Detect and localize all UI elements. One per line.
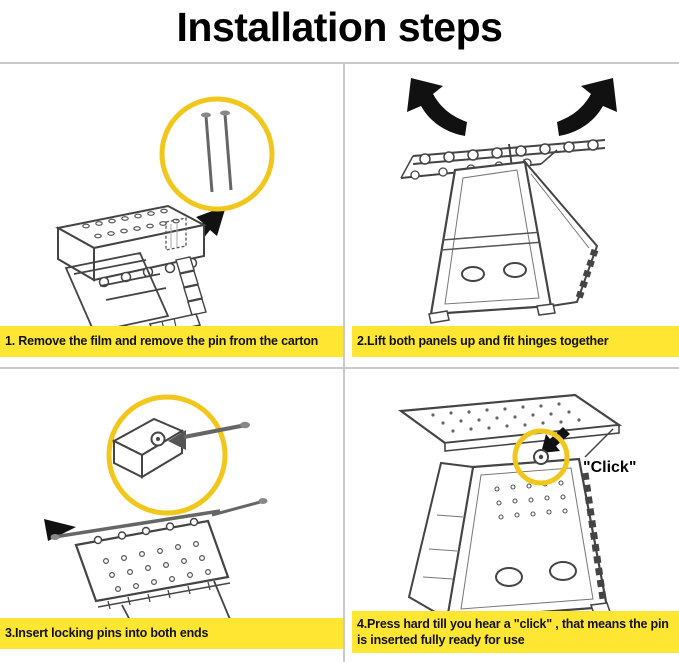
magnifier-circle: [159, 96, 275, 212]
step-1-caption: 1. Remove the film and remove the pin fr…: [0, 326, 343, 357]
hinge-strip: [575, 248, 599, 300]
divider-horizontal-top: [0, 62, 679, 64]
step-3-illustration: [44, 394, 268, 649]
pin-highlight-circle: [512, 428, 570, 486]
folded-legs: [64, 251, 170, 334]
click-label: "Click": [583, 459, 637, 476]
seat-texture-dots: [431, 402, 581, 433]
magnifier-circle: [106, 394, 250, 516]
locking-pin-icon: [168, 421, 250, 450]
divider-horizontal-middle: [0, 367, 679, 369]
step-4-illustration: [397, 393, 623, 630]
step-2-panel: 2.Lift both panels up and fit hinges tog…: [345, 64, 679, 367]
stool-legs-drawing: [428, 158, 599, 324]
step-4-caption: 4.Press hard till you hear a "click" , t…: [352, 611, 679, 653]
pin-icon: [201, 110, 233, 193]
press-arrow-icon: [541, 427, 570, 453]
hinge-strip: [175, 256, 207, 316]
lift-arrow-right-icon: [557, 78, 617, 136]
hinge-strip: [581, 472, 607, 600]
step-1-illustration: [55, 96, 275, 336]
assembled-stool-drawing: [397, 393, 623, 630]
step-3-caption: 3.Insert locking pins into both ends: [0, 618, 343, 649]
page-title: Installation steps: [176, 4, 503, 50]
lift-arrow-left-icon: [407, 78, 467, 136]
divider-vertical-center: [343, 62, 345, 662]
step-2-caption: 2.Lift both panels up and fit hinges tog…: [352, 326, 679, 357]
step-4-panel: "Click" 4.Press hard till you hear a "cl…: [345, 369, 679, 662]
folded-stool-drawing: [55, 204, 207, 336]
step-1-panel: 1. Remove the film and remove the pin fr…: [0, 64, 343, 367]
step-3-panel: 3.Insert locking pins into both ends: [0, 369, 343, 662]
step-2-illustration: [400, 78, 617, 324]
